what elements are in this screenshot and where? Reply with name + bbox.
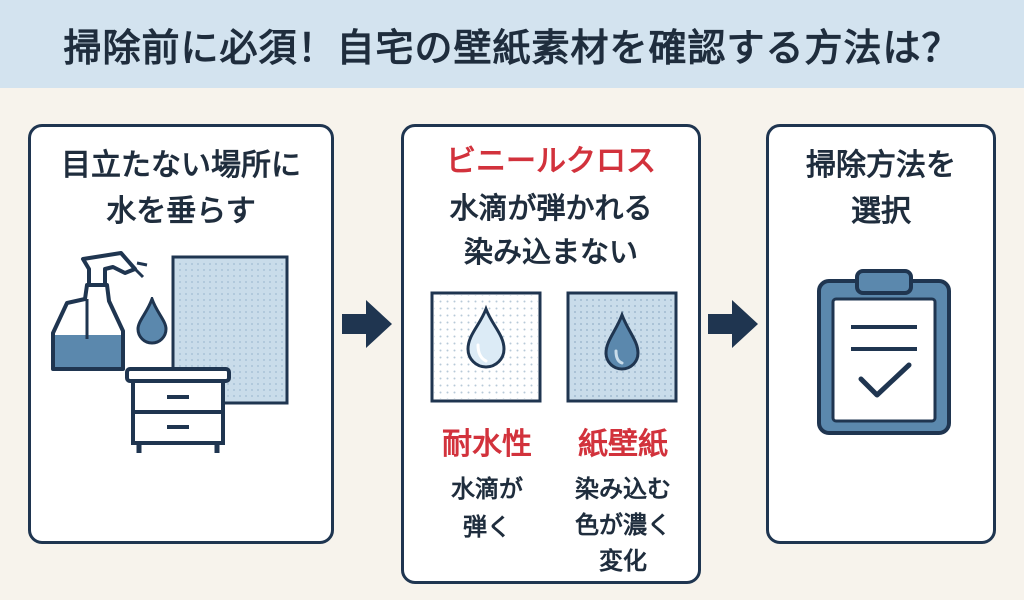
- left-label: 耐水性: [442, 427, 532, 462]
- title-banner: 掃除前に必須！自宅の壁紙素材を確認する方法は？: [0, 0, 1024, 88]
- water-drop-icon: [136, 297, 168, 345]
- left-desc-2: 弾く: [463, 513, 511, 541]
- step3-line2: 選択: [851, 194, 911, 229]
- step1-line2: 水を垂らす: [106, 194, 256, 229]
- clipboard-check-icon: [817, 269, 951, 435]
- arrow-right-icon: [342, 300, 392, 348]
- arrow-right-icon: [708, 300, 758, 348]
- cabinet-icon: [125, 367, 231, 453]
- step3-line1: 掃除方法を: [806, 148, 956, 183]
- step1-line1: 目立たない場所に: [61, 148, 301, 183]
- right-desc-3: 変化: [599, 547, 647, 575]
- step2-line1: 水滴が弾かれる: [449, 191, 653, 225]
- spray-bottle-icon: [51, 251, 148, 371]
- vinyl-sample-icon: [430, 291, 542, 403]
- right-desc-2: 色が濃く: [575, 511, 671, 539]
- step2-line2: 染み込まない: [463, 235, 638, 269]
- page-title: 掃除前に必須！自宅の壁紙素材を確認する方法は？: [63, 25, 961, 70]
- right-label: 紙壁紙: [578, 427, 668, 462]
- paper-sample-icon: [566, 291, 678, 403]
- step-card-3: 掃除方法を 選択: [766, 124, 996, 544]
- step-card-2: ビニールクロス 水滴が弾かれる 染み込まない 耐水性 水滴が 弾く 紙壁紙 染み…: [401, 124, 701, 584]
- step-card-1: 目立たない場所に 水を垂らす: [28, 124, 334, 544]
- left-desc-1: 水滴が: [451, 475, 523, 503]
- vinyl-heading: ビニールクロス: [446, 144, 656, 179]
- right-desc-1: 染み込む: [575, 475, 671, 503]
